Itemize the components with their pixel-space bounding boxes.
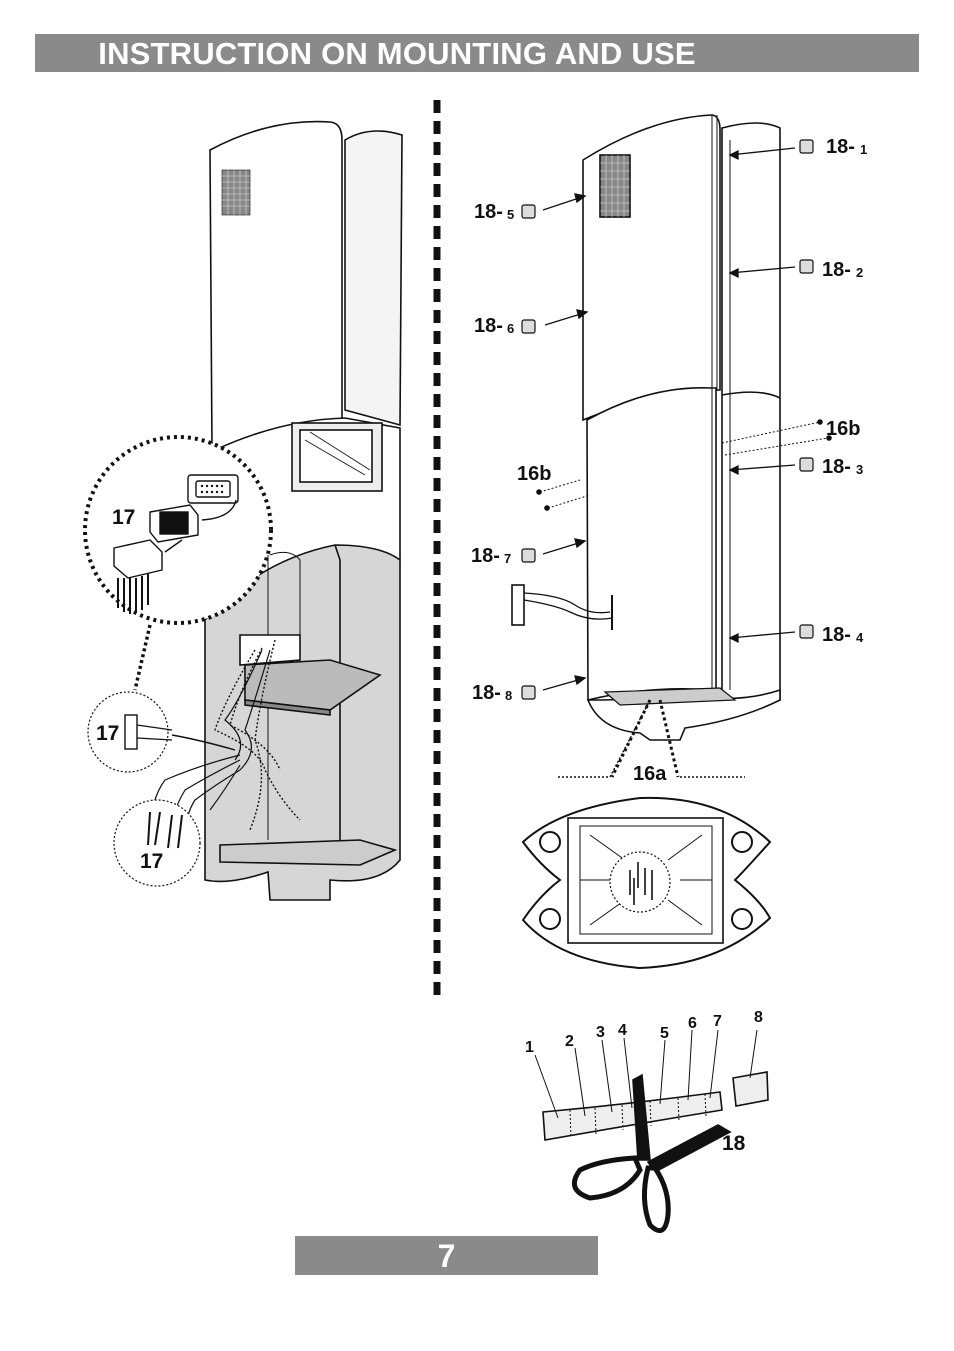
left-hood-figure: [149, 120, 403, 901]
label-18-1-sub: 1: [860, 142, 867, 157]
label-18-5-sub: 5: [507, 207, 514, 222]
part-18-arrows: [542, 147, 796, 691]
connector-callout: 17: [83, 435, 273, 691]
wires-callout: 17: [113, 799, 201, 887]
label-18-4-sub: 4: [856, 630, 864, 645]
label-18-6: 18-: [474, 315, 503, 337]
label-18-2: 18-: [822, 259, 851, 281]
label-18-8-sub: 8: [505, 688, 512, 703]
page-title: INSTRUCTION ON MOUNTING AND USE: [98, 36, 696, 71]
label-18-3: 18-: [822, 456, 851, 478]
label-16b-left: 16b: [517, 463, 551, 485]
strip-number-2: 2: [565, 1033, 574, 1050]
label-18-3-sub: 3: [856, 462, 863, 477]
page-number-bar: 7: [295, 1236, 598, 1275]
cap-icons: [521, 139, 814, 700]
title-bar: INSTRUCTION ON MOUNTING AND USE: [35, 34, 919, 72]
strip-part-label-18: 18: [722, 1132, 746, 1155]
strip-numbers: 1 2 3 4 5 6 7 8 18: [525, 1009, 763, 1155]
label-18-1: 18-: [826, 136, 855, 158]
callout-label-17-bottom: 17: [140, 850, 163, 873]
label-18-4: 18-: [822, 624, 851, 646]
strip-number-8: 8: [754, 1009, 763, 1026]
label-18-5: 18-: [474, 201, 503, 223]
label-18-6-sub: 6: [507, 321, 514, 336]
label-18-7-sub: 7: [504, 551, 511, 566]
strip-number-6: 6: [688, 1015, 697, 1032]
strip-number-1: 1: [525, 1039, 534, 1056]
vent-grille: [221, 169, 251, 216]
label-18-8: 18-: [472, 682, 501, 704]
plug-callout: 17: [87, 691, 173, 773]
strip-number-4: 4: [618, 1022, 627, 1039]
right-hood-figure: [511, 114, 832, 741]
strip-number-7: 7: [713, 1013, 722, 1030]
16a-leaders: [558, 699, 745, 778]
strip-number-3: 3: [596, 1024, 605, 1041]
page-number: 7: [437, 1238, 456, 1274]
base-plate-detail: [521, 796, 772, 970]
callout-label-17-mid: 17: [96, 722, 119, 745]
label-18-2-sub: 2: [856, 265, 863, 280]
strip-number-5: 5: [660, 1025, 669, 1042]
label-16b-right: 16b: [826, 418, 860, 440]
label-18-7: 18-: [471, 545, 500, 567]
callout-label-17-top: 17: [112, 506, 135, 529]
strip-figure: [534, 1029, 769, 1234]
label-16a: 16a: [633, 763, 667, 785]
right-figure-labels: 18- 1 18- 2 18- 3 18- 4 18- 5 18- 6 18- …: [471, 136, 867, 785]
